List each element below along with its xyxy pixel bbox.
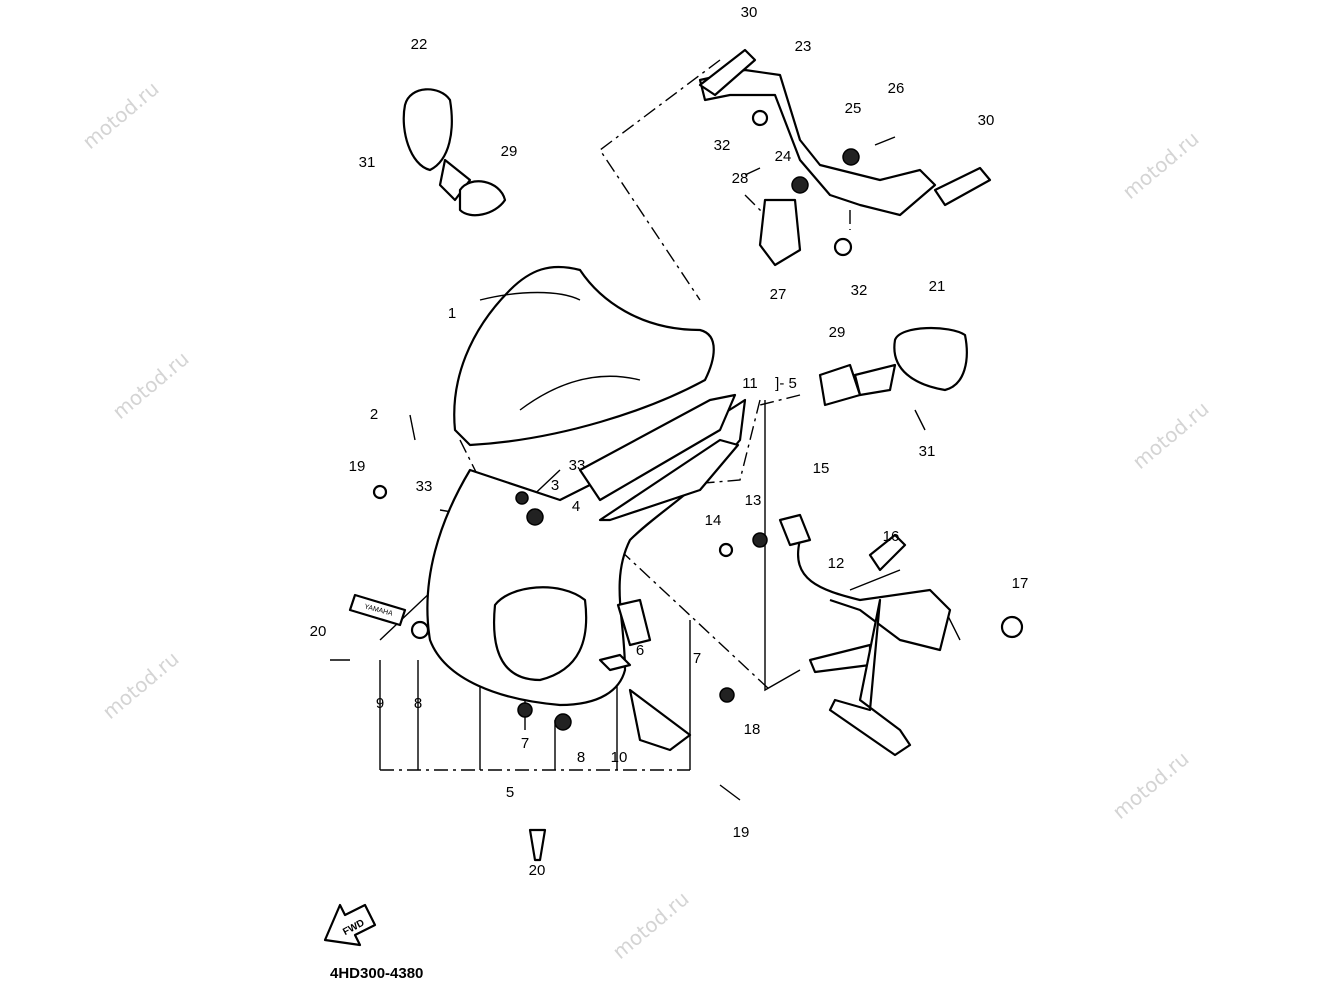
callout-5: 5 — [506, 784, 514, 801]
name-plate: YAMAHA — [348, 593, 407, 627]
callout-16: 16 — [883, 528, 900, 545]
callout-4: 4 — [572, 498, 580, 515]
callout-15: 15 — [813, 460, 830, 477]
forward-arrow-icon: FWD — [323, 903, 377, 947]
callout-2: 2 — [370, 406, 378, 423]
headlight-opening — [493, 586, 588, 682]
callout-7: 7 — [693, 650, 701, 667]
bracket-27 — [758, 198, 802, 267]
callout-1: 1 — [448, 305, 456, 322]
callout-31: 31 — [359, 154, 376, 171]
callout-17: 17 — [1012, 575, 1029, 592]
callout-10: 10 — [611, 749, 628, 766]
callout-32: 32 — [714, 137, 731, 154]
cowling-stay — [778, 513, 952, 757]
right-mirror — [818, 327, 968, 407]
callout-20: 20 — [310, 623, 327, 640]
watermark-text: motod.ru — [98, 646, 184, 723]
callout-8: 8 — [414, 695, 422, 712]
callout-33: 33 — [569, 457, 586, 474]
callout-8: 8 — [577, 749, 585, 766]
callout-11: 11 — [742, 375, 758, 392]
inner-panel — [578, 393, 737, 502]
callout-5: ]- 5 — [775, 375, 797, 392]
watermark-text: motod.ru — [108, 346, 194, 423]
callout-22: 22 — [411, 36, 428, 53]
watermark-text: motod.ru — [608, 886, 694, 963]
callout-9: 9 — [376, 695, 384, 712]
callout-13: 13 — [745, 492, 762, 509]
callout-20: 20 — [529, 862, 546, 879]
watermark-text: motod.ru — [78, 76, 164, 153]
left-mirror — [402, 88, 507, 217]
callout-31: 31 — [919, 443, 936, 460]
callout-33: 33 — [416, 478, 433, 495]
callout-3: 3 — [551, 477, 559, 494]
callout-25: 25 — [845, 100, 862, 117]
windscreen — [453, 265, 715, 447]
callout-21: 21 — [929, 278, 946, 295]
callout-6: 6 — [636, 642, 644, 659]
callout-23: 23 — [795, 38, 812, 55]
callout-14: 14 — [705, 512, 722, 529]
callout-26: 26 — [888, 80, 905, 97]
callout-12: 12 — [828, 555, 845, 572]
callout-19: 19 — [349, 458, 366, 475]
callout-18: 18 — [744, 721, 761, 738]
callout-19: 19 — [733, 824, 750, 841]
callout-32: 32 — [851, 282, 868, 299]
callout-24: 24 — [775, 148, 792, 165]
watermark-text: motod.ru — [1108, 746, 1194, 823]
watermark-text: motod.ru — [1118, 126, 1204, 203]
callout-30: 30 — [741, 4, 758, 21]
callout-7: 7 — [521, 735, 529, 752]
callout-30: 30 — [978, 112, 995, 129]
callout-29: 29 — [501, 143, 518, 160]
callout-28: 28 — [732, 170, 749, 187]
diagram-code: 4HD300-4380 — [330, 965, 423, 982]
watermark-text: motod.ru — [1128, 396, 1214, 473]
callout-29: 29 — [829, 324, 846, 341]
callout-27: 27 — [770, 286, 787, 303]
